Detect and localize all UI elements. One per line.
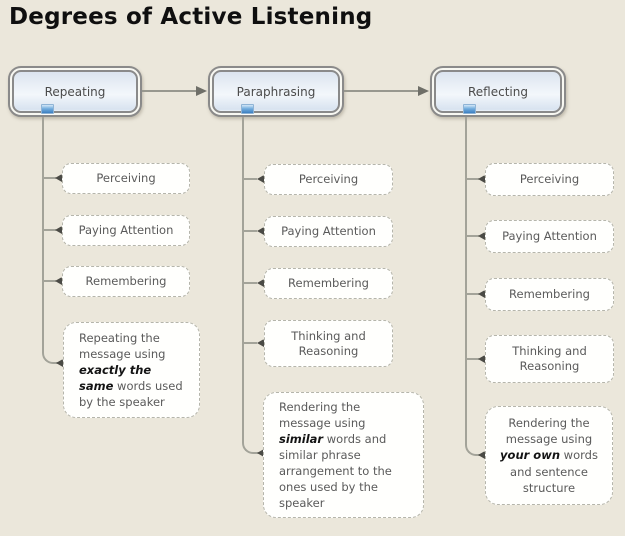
child-node-label: Paying Attention	[502, 229, 597, 244]
child-connector	[243, 282, 257, 284]
child-node-thinking-reasoning[interactable]: Thinking and Reasoning	[485, 335, 614, 383]
connector-marker	[55, 277, 62, 285]
child-node-remembering[interactable]: Remembering	[264, 268, 393, 299]
detail-text: Rendering the message using similar word…	[279, 399, 392, 511]
child-node-perceiving[interactable]: Perceiving	[485, 163, 614, 196]
connector-marker	[478, 290, 485, 298]
trunk-connector	[242, 117, 264, 454]
child-node-paying-attention[interactable]: Paying Attention	[264, 216, 393, 247]
child-node-perceiving[interactable]: Perceiving	[62, 163, 190, 194]
connector-marker	[478, 175, 485, 183]
child-node-label: Remembering	[288, 276, 369, 291]
child-connector	[466, 293, 479, 295]
child-node-label: Remembering	[509, 287, 590, 302]
child-node-label: Thinking and Reasoning	[512, 344, 587, 373]
trunk-connector	[42, 117, 63, 364]
child-connector	[466, 235, 479, 237]
child-connector	[43, 280, 56, 282]
arrow-right-icon	[196, 86, 207, 96]
child-node-label: Thinking and Reasoning	[291, 328, 366, 358]
collapse-icon[interactable]	[41, 104, 54, 114]
root-node-surface: Paraphrasing	[212, 70, 340, 114]
flow-arrow-line	[344, 90, 419, 92]
root-node-repeating[interactable]: Repeating	[8, 66, 142, 117]
root-node-surface: Repeating	[12, 70, 138, 114]
connector-marker	[257, 175, 264, 183]
child-node-remembering[interactable]: Remembering	[62, 266, 190, 297]
child-node-paying-attention[interactable]: Paying Attention	[62, 215, 190, 246]
child-connector	[43, 229, 56, 231]
child-connector	[466, 178, 479, 180]
root-node-label: Repeating	[44, 84, 106, 99]
child-connector	[466, 358, 479, 360]
connector-marker	[257, 339, 264, 347]
detail-node-repeating[interactable]: Repeating the message using exactly the …	[63, 322, 200, 418]
child-node-paying-attention[interactable]: Paying Attention	[485, 220, 614, 253]
child-node-label: Remembering	[85, 274, 167, 289]
child-connector	[43, 177, 56, 179]
collapse-icon[interactable]	[463, 104, 476, 114]
root-node-label: Reflecting	[468, 84, 528, 99]
connector-marker	[56, 359, 63, 367]
connector-marker	[55, 226, 62, 234]
child-node-remembering[interactable]: Remembering	[485, 278, 614, 311]
trunk-connector	[465, 117, 486, 456]
child-node-label: Paying Attention	[78, 223, 174, 238]
connector-marker	[478, 232, 485, 240]
child-connector	[243, 178, 257, 180]
root-node-label: Paraphrasing	[236, 84, 316, 99]
root-node-surface: Reflecting	[434, 70, 562, 114]
arrow-right-icon	[418, 86, 429, 96]
root-node-paraphrasing[interactable]: Paraphrasing	[208, 66, 344, 117]
connector-marker	[478, 451, 485, 459]
child-connector	[243, 342, 257, 344]
connector-marker	[257, 227, 264, 235]
detail-text: Repeating the message using exactly the …	[79, 330, 183, 410]
detail-text: Rendering the message using your own wor…	[500, 416, 598, 495]
child-node-label: Perceiving	[298, 172, 359, 187]
connector-marker	[257, 449, 264, 457]
connector-marker	[257, 279, 264, 287]
child-connector	[243, 230, 257, 232]
child-node-perceiving[interactable]: Perceiving	[264, 164, 393, 195]
flow-arrow-line	[142, 90, 197, 92]
connector-marker	[55, 174, 62, 182]
root-node-reflecting[interactable]: Reflecting	[430, 66, 566, 117]
detail-node-reflecting[interactable]: Rendering the message using your own wor…	[485, 406, 613, 505]
child-node-thinking-reasoning[interactable]: Thinking and Reasoning	[264, 320, 393, 367]
detail-node-paraphrasing[interactable]: Rendering the message using similar word…	[263, 392, 424, 518]
page-title: Degrees of Active Listening	[9, 4, 373, 30]
collapse-icon[interactable]	[241, 104, 254, 114]
child-node-label: Perceiving	[96, 171, 156, 186]
child-node-label: Paying Attention	[281, 224, 376, 239]
child-node-label: Perceiving	[519, 172, 580, 187]
connector-marker	[478, 355, 485, 363]
